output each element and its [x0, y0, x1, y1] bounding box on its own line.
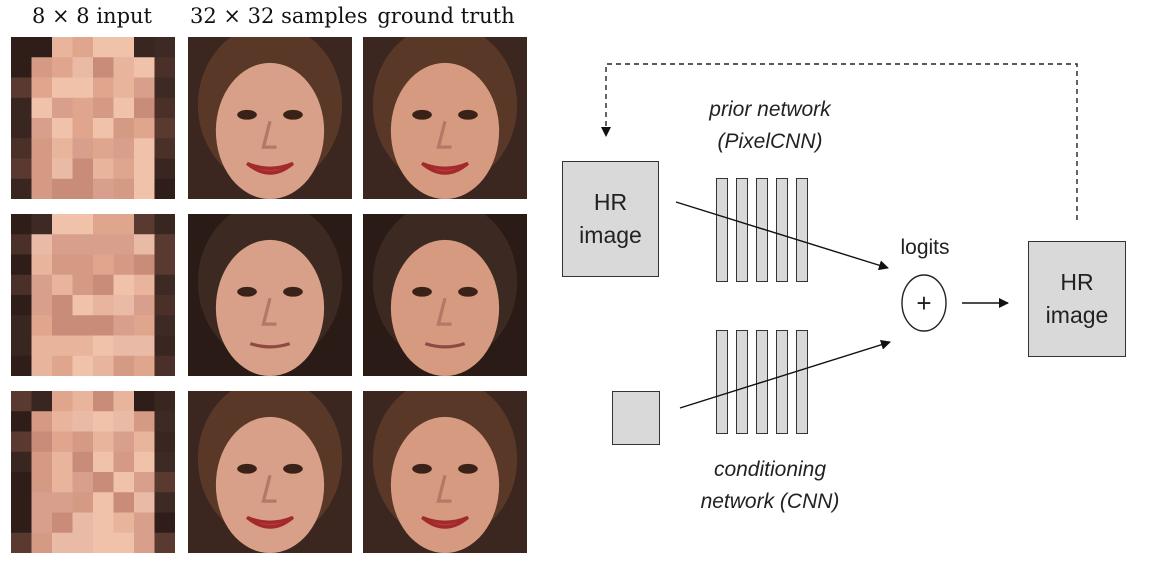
conditioning-layer: [756, 330, 768, 434]
face-image-sample-row2: [188, 214, 352, 376]
prior-network-layers: [716, 178, 808, 282]
column-heading-input: 8 × 8 input: [32, 4, 152, 28]
hr-output-image-box: HR image: [1028, 241, 1126, 357]
conditioning-layer: [776, 330, 788, 434]
hr-input-line1: HR: [593, 188, 628, 215]
conditioning-layer: [796, 330, 808, 434]
conditioning-layer: [736, 330, 748, 434]
prior-network-line2: (PixelCNN): [717, 129, 823, 153]
sum-symbol: +: [916, 288, 931, 318]
sum-node-circle: [901, 274, 947, 332]
prior-layer: [716, 178, 728, 282]
prior-layer: [796, 178, 808, 282]
face-image-input-row1: [11, 37, 175, 199]
prior-network-label: prior network (PixelCNN): [690, 94, 850, 157]
face-image-input-row2: [11, 214, 175, 376]
hr-output-line2: image: [1045, 302, 1109, 328]
face-image-truth-row1: [363, 37, 527, 199]
prior-layer: [776, 178, 788, 282]
hr-input-line2: image: [579, 222, 642, 248]
conditioning-line1: conditioning: [713, 458, 827, 481]
lr-input-image-box: [612, 391, 660, 445]
conditioning-line2: network (CNN): [700, 489, 840, 513]
prior-layer: [756, 178, 768, 282]
hr-input-image-box: HR image: [562, 161, 659, 277]
conditioning-network-layers: [716, 330, 808, 434]
hr-output-line1: HR: [1060, 268, 1094, 295]
conditioning-network-label: conditioning network (CNN): [680, 454, 860, 517]
conditioning-layer: [716, 330, 728, 434]
face-image-input-row3: [11, 391, 175, 553]
prior-layer: [736, 178, 748, 282]
face-image-sample-row3: [188, 391, 352, 553]
face-image-sample-row1: [188, 37, 352, 199]
face-image-truth-row3: [363, 391, 527, 553]
column-heading-samples: 32 × 32 samples: [190, 4, 368, 28]
prior-network-line1: prior network: [709, 98, 831, 121]
face-image-truth-row2: [363, 214, 527, 376]
logits-label: logits: [900, 236, 950, 259]
column-heading-ground-truth: ground truth: [377, 4, 515, 28]
